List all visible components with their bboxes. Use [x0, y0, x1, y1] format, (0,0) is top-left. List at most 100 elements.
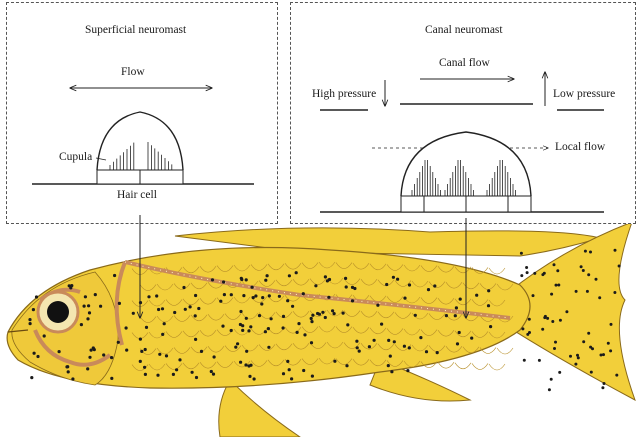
neuromast-dot — [281, 372, 286, 376]
scale — [156, 347, 174, 355]
neuromast-dot — [310, 320, 314, 324]
neuromast-dot — [520, 274, 524, 278]
neuromast-dot — [301, 292, 305, 296]
neuromast-dot — [574, 289, 578, 293]
neuromast-dot — [407, 283, 412, 287]
canal-cupula — [400, 131, 532, 197]
scale — [437, 266, 455, 273]
neuromast-dot — [309, 316, 313, 321]
neuromast-dot — [239, 309, 243, 314]
neuromast-dot — [87, 311, 92, 315]
neuromast-dot — [93, 293, 97, 297]
local-flow-label: Local flow — [555, 141, 606, 153]
neuromast-dot — [281, 326, 285, 330]
neuromast-dot — [321, 310, 325, 314]
superficial-hair-bundles — [109, 142, 173, 170]
neuromast-dot — [250, 285, 254, 289]
neuromast-dot — [426, 288, 431, 292]
neuromast-dot — [254, 294, 258, 298]
scale — [207, 346, 225, 353]
neuromast-dot — [267, 294, 271, 298]
neuromast-dot — [486, 304, 491, 308]
neuromast-dot — [615, 373, 619, 377]
scale — [471, 299, 489, 306]
scale — [462, 346, 480, 354]
neuromast-dot — [87, 304, 91, 308]
neuromast-dot — [252, 377, 256, 381]
scale — [224, 345, 242, 352]
neuromast-dot — [569, 354, 572, 358]
neuromast-dot — [454, 306, 458, 310]
neuromast-dot — [222, 280, 226, 284]
neuromast-dot — [212, 355, 216, 359]
canal-flow-label: Canal flow — [439, 57, 490, 69]
scale — [394, 344, 412, 351]
neuromast-dot — [470, 336, 474, 340]
neuromast-dot — [424, 350, 429, 354]
neuromast-dot — [350, 299, 355, 303]
scale — [326, 309, 344, 317]
neuromast-dot — [311, 313, 315, 317]
neuromast-dot — [28, 322, 32, 326]
mouth — [7, 329, 29, 333]
scale — [386, 264, 404, 271]
scale — [301, 262, 319, 269]
neuromast-dot — [264, 278, 268, 282]
scale — [352, 359, 370, 366]
scale — [233, 264, 251, 272]
scale — [403, 360, 421, 368]
neuromast-dot — [82, 304, 86, 308]
neuromast-dot — [475, 293, 479, 297]
scale — [496, 347, 514, 355]
neuromast-dot — [303, 333, 307, 337]
neuromast-dot — [83, 295, 87, 299]
scale — [165, 363, 183, 370]
scale — [420, 297, 438, 304]
neuromast-dot — [277, 294, 281, 298]
scale — [292, 279, 310, 286]
neuromast-dot — [182, 285, 186, 290]
neuromast-dot — [542, 271, 546, 275]
neuromast-dot — [323, 315, 327, 320]
neuromast-dot — [67, 284, 71, 288]
neuromast-dot — [110, 356, 114, 360]
neuromast-dot — [554, 340, 557, 344]
scale — [454, 298, 472, 306]
neuromast-dot — [489, 325, 493, 329]
neuromast-dot — [297, 322, 301, 326]
neuromast-dot — [140, 349, 144, 353]
neuromast-dot — [91, 346, 95, 350]
scale — [301, 326, 319, 333]
scale — [182, 330, 200, 338]
neuromast-dot — [556, 269, 560, 273]
neuromast-dot — [325, 279, 329, 283]
neuromast-dot — [287, 274, 291, 278]
neuromast-dot — [387, 338, 391, 342]
neuromast-dot — [183, 307, 187, 311]
neuromast-dot — [269, 317, 273, 321]
scale — [233, 296, 251, 304]
neuromast-dot — [602, 353, 605, 357]
neuromast-dot — [88, 355, 92, 359]
neuromast-dot — [234, 345, 238, 349]
neuromast-dot — [265, 274, 269, 278]
scale — [343, 278, 361, 285]
scale — [131, 364, 149, 371]
neuromast-dot — [171, 372, 175, 376]
neuromast-dot — [157, 307, 161, 312]
scale — [199, 362, 217, 369]
scale — [488, 331, 506, 339]
scale — [369, 359, 387, 367]
scale — [309, 342, 327, 349]
neuromast-dot — [583, 249, 587, 253]
neuromast-dot — [162, 322, 166, 326]
neuromast-dot — [589, 250, 592, 254]
neuromast-dot — [257, 314, 262, 318]
neuromast-dot — [589, 370, 593, 374]
neuromast-dot — [558, 318, 562, 322]
scale — [428, 313, 446, 320]
scale — [454, 330, 472, 338]
neuromast-dot — [147, 295, 151, 299]
neuromast-dot — [229, 293, 233, 297]
scale — [267, 263, 285, 271]
